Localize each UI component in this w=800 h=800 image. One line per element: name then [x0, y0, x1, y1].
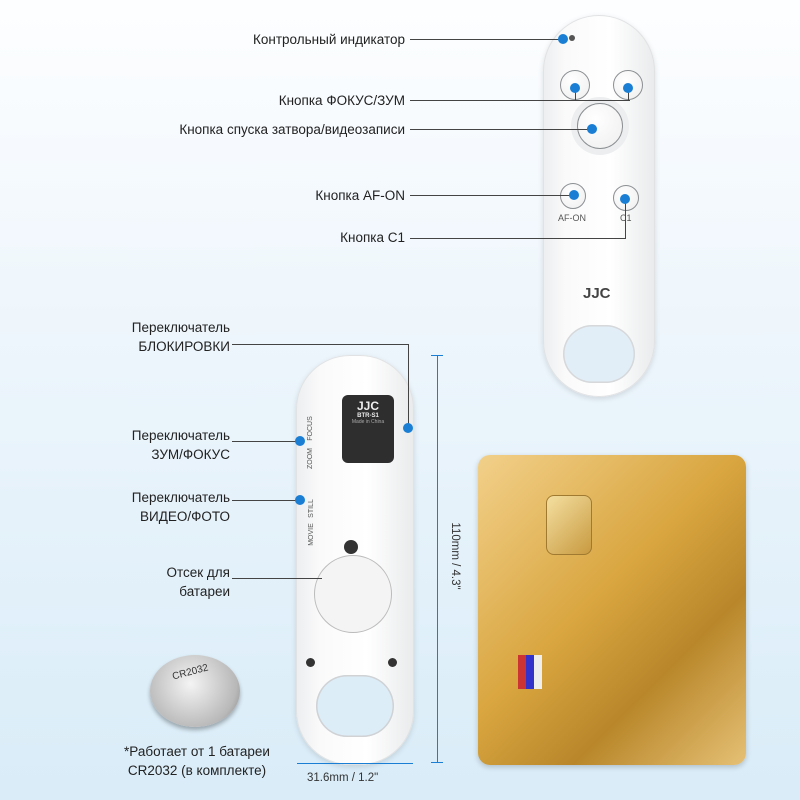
- zoom-text: ZOOM: [307, 448, 314, 469]
- label-indicator: Контрольный индикатор: [253, 32, 405, 47]
- screw-icon: [306, 658, 315, 667]
- back-model: BTR-S1: [357, 413, 379, 419]
- width-dimension: 31.6mm / 1.2": [307, 772, 379, 784]
- remote-front: AF-ON C1 JJC: [543, 15, 655, 397]
- brand-logo: JJC: [583, 285, 611, 302]
- lanyard-hole: [316, 675, 394, 737]
- focus-text: FOCUS: [306, 416, 314, 441]
- chip-icon: [546, 495, 592, 555]
- remote-back: JJC BTR-S1 Made in China FOCUS ZOOM STIL…: [296, 355, 414, 765]
- af-on-label: AF-ON: [558, 213, 586, 223]
- movie-text: MOVIE: [307, 523, 315, 546]
- back-made: Made in China: [351, 419, 385, 425]
- back-brand: JJC: [356, 399, 379, 413]
- indicator-led: [569, 35, 575, 41]
- shutter-button[interactable]: [577, 103, 623, 149]
- flag-icon: [518, 655, 542, 689]
- back-label-plate: JJC BTR-S1 Made in China: [342, 395, 394, 463]
- coin-label: CR2032: [171, 662, 210, 683]
- screw-icon: [344, 540, 358, 554]
- battery-note: *Работает от 1 батареи CR2032 (в комплек…: [124, 744, 270, 778]
- label-shutter: Кнопка спуска затвора/видеозаписи: [179, 122, 405, 137]
- size-comparison-card: [478, 455, 746, 765]
- height-dimension: 110mm / 4.3": [449, 522, 461, 590]
- label-focus-zoom: Кнопка ФОКУС/ЗУМ: [278, 93, 405, 108]
- label-c1: Кнопка C1: [340, 230, 405, 245]
- screw-icon: [388, 658, 397, 667]
- still-text: STILL: [307, 499, 315, 518]
- lanyard-hole: [563, 325, 635, 383]
- label-af-on: Кнопка AF-ON: [315, 188, 405, 203]
- coin-battery: CR2032: [150, 655, 240, 727]
- battery-cover[interactable]: [314, 555, 392, 633]
